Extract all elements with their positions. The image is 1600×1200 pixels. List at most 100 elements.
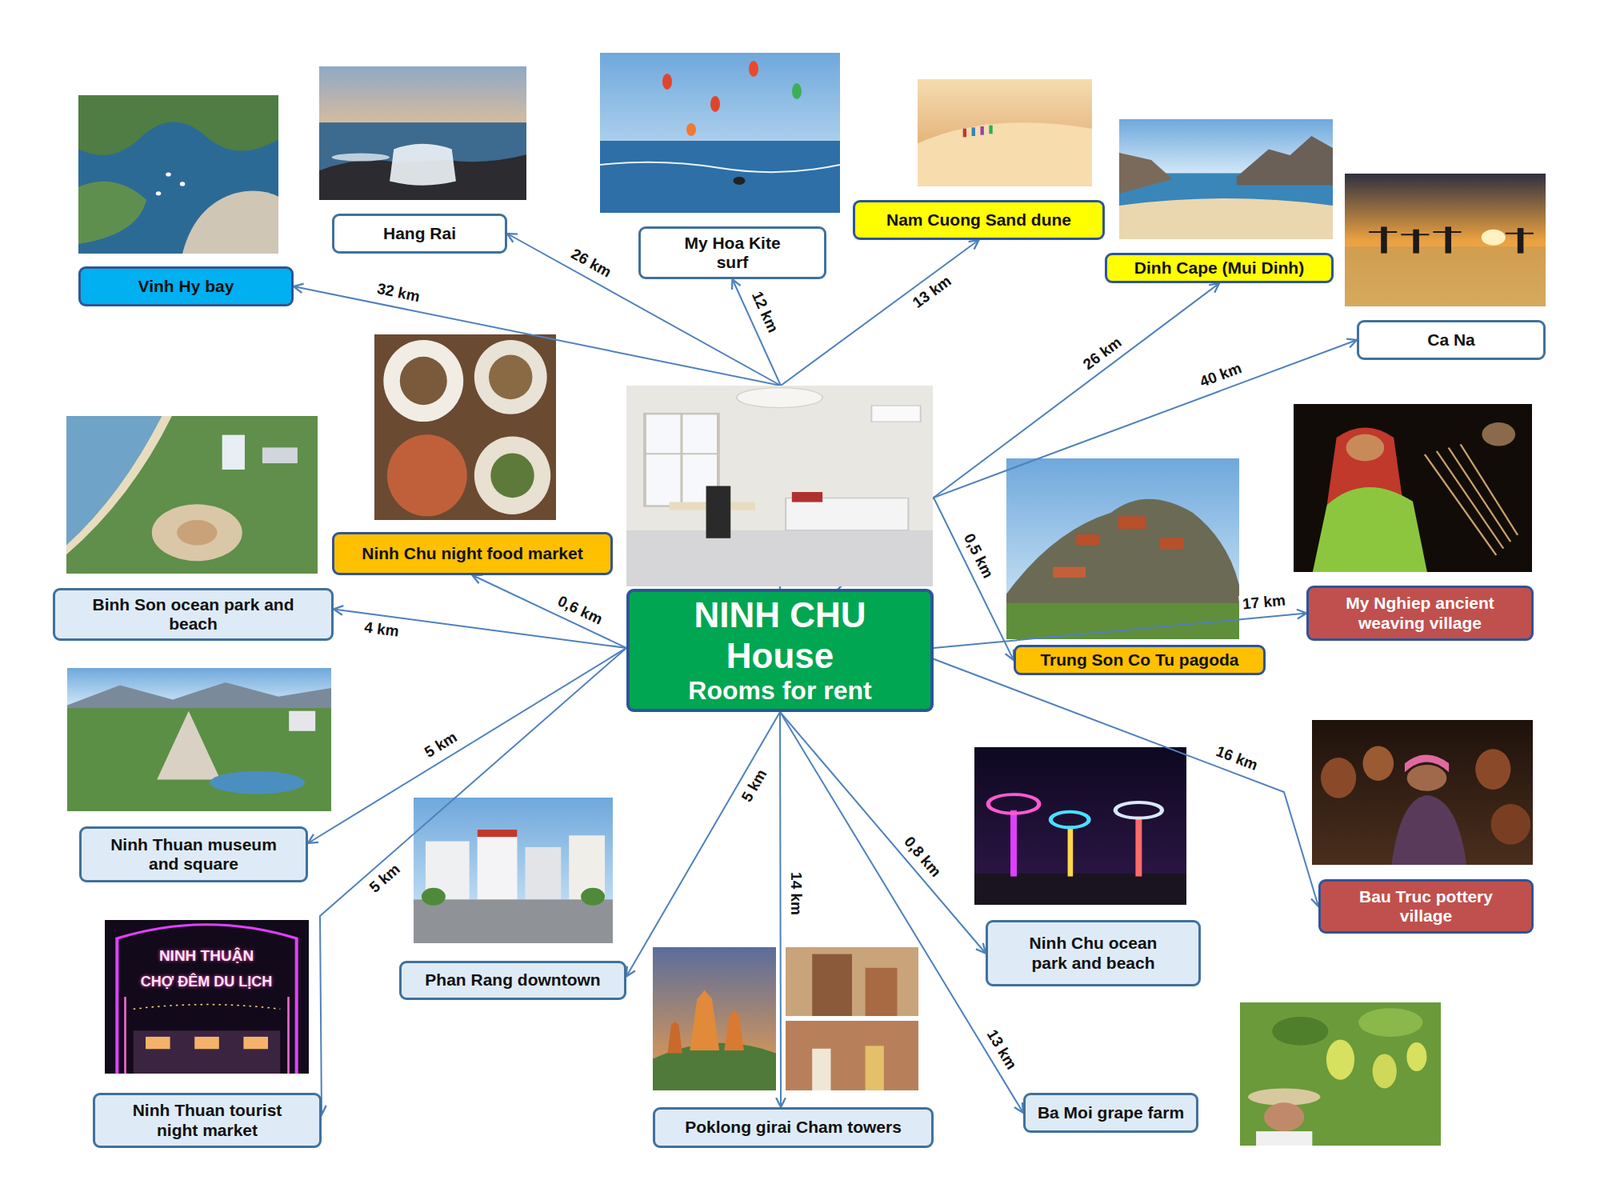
night-sky (974, 747, 1187, 905)
market-stalls (133, 1030, 281, 1074)
carrying-pole (1368, 232, 1534, 235)
face (1346, 434, 1385, 462)
kite (792, 83, 802, 100)
crab-dish (387, 434, 468, 516)
person (988, 125, 992, 135)
potter-face (1407, 764, 1448, 792)
neon-post (125, 996, 289, 1074)
place-box: Vinh Hy bay (78, 266, 294, 307)
light-tree-crown (1115, 802, 1162, 819)
pond (209, 771, 305, 795)
tower-wall (812, 954, 852, 1016)
node-title: Vinh Hy bay (138, 276, 235, 296)
photo-binh-son (66, 416, 318, 574)
node-title: My Hoa Kite surf (680, 233, 785, 272)
distance-label: 16 km (1210, 741, 1264, 776)
photo-room (626, 385, 933, 587)
sky (785, 947, 919, 1016)
floor (626, 530, 933, 587)
village (182, 191, 279, 254)
place-box: My Hoa Kite surf (638, 226, 827, 280)
dancer (812, 1048, 831, 1091)
beach (1119, 198, 1333, 240)
building (288, 711, 316, 732)
loom-threads (1424, 444, 1518, 556)
sky (319, 66, 527, 200)
node-title: Ba Moi grape farm (1037, 1103, 1184, 1123)
distance-label: 13 km (906, 270, 957, 314)
photo-my-hoa (600, 52, 840, 213)
place-box: Ninh Thuan tourist night market (92, 1092, 322, 1148)
node-title: Ninh Thuan museum and square (101, 835, 286, 874)
table (374, 334, 556, 520)
sky (413, 797, 613, 944)
sky (1006, 458, 1240, 640)
distance-label: 14 km (787, 868, 805, 919)
sea (319, 122, 527, 200)
road (413, 899, 613, 944)
place-box: Dinh Cape (Mui Dinh) (1104, 252, 1334, 284)
mountains (67, 682, 332, 712)
central-box: NINH CHU HouseRooms for rent (626, 588, 934, 712)
place-box: Nam Cuong Sand dune (852, 200, 1105, 240)
distance-label: 32 km (372, 279, 425, 307)
grape-bunch (1326, 1040, 1355, 1080)
weaver (1481, 422, 1516, 446)
photo-food (374, 334, 556, 520)
grape-bunch (1406, 1042, 1427, 1072)
node-title: Nam Cuong Sand dune (886, 210, 1072, 230)
pot (1491, 804, 1532, 845)
distance-label: 5 km (736, 763, 772, 808)
photo-trung-son-pagoda (1006, 458, 1240, 640)
potter-body (1391, 795, 1467, 865)
photo-ninh-chu-park (974, 747, 1187, 905)
place-box: Ninh Chu ocean park and beach (985, 920, 1201, 987)
pot (1362, 746, 1394, 781)
dune (917, 122, 1092, 187)
distance-label: 0,8 km (898, 831, 947, 884)
background (1312, 720, 1533, 865)
salt-field (1344, 246, 1546, 307)
node-title: My Nghiep ancient weaving village (1324, 593, 1516, 632)
pot (1475, 748, 1511, 790)
photo-phan-rang (413, 797, 613, 944)
node-title: Bau Truc pottery village (1338, 887, 1515, 926)
window-frame (644, 413, 719, 506)
place-box: Ba Moi grape farm (1023, 1092, 1199, 1133)
sun (1481, 229, 1506, 246)
tree (421, 888, 446, 906)
island (78, 181, 147, 244)
hill (78, 95, 279, 156)
pagoda-roof (1118, 516, 1147, 529)
place-box: Bau Truc pottery village (1318, 879, 1534, 934)
background (1293, 404, 1532, 572)
light-tree-trunk (1010, 810, 1017, 877)
light-string (133, 1004, 281, 1010)
plaza (152, 504, 243, 561)
place-box: My Nghiep ancient weaving village (1306, 585, 1534, 641)
scarf (1404, 754, 1449, 772)
ground (974, 873, 1187, 905)
sign-text: CHỢ ĐÊM DU LỊCH (140, 974, 272, 991)
wave (600, 162, 840, 172)
ceiling-light (736, 388, 823, 408)
photo-ca-na (1344, 173, 1546, 307)
light-tree-trunk (1135, 816, 1142, 877)
photo-cham-towers (652, 947, 776, 1091)
connector-arrow (780, 712, 781, 1108)
photo-bau-truc (1312, 720, 1533, 865)
kite (686, 123, 696, 136)
person (972, 127, 976, 136)
sea (66, 416, 162, 546)
roof-stripe (477, 829, 518, 837)
grape-bunch (1372, 1053, 1397, 1088)
distance-label: 0,5 km (958, 528, 998, 584)
node-title: NINH CHU House (660, 595, 900, 676)
pagoda-roof (1052, 567, 1086, 579)
plaza-center (176, 520, 217, 546)
air-conditioner (871, 405, 920, 422)
stall-light (243, 1036, 268, 1049)
distance-label: 4 km (360, 618, 404, 642)
connector-arrow (838, 340, 1357, 589)
